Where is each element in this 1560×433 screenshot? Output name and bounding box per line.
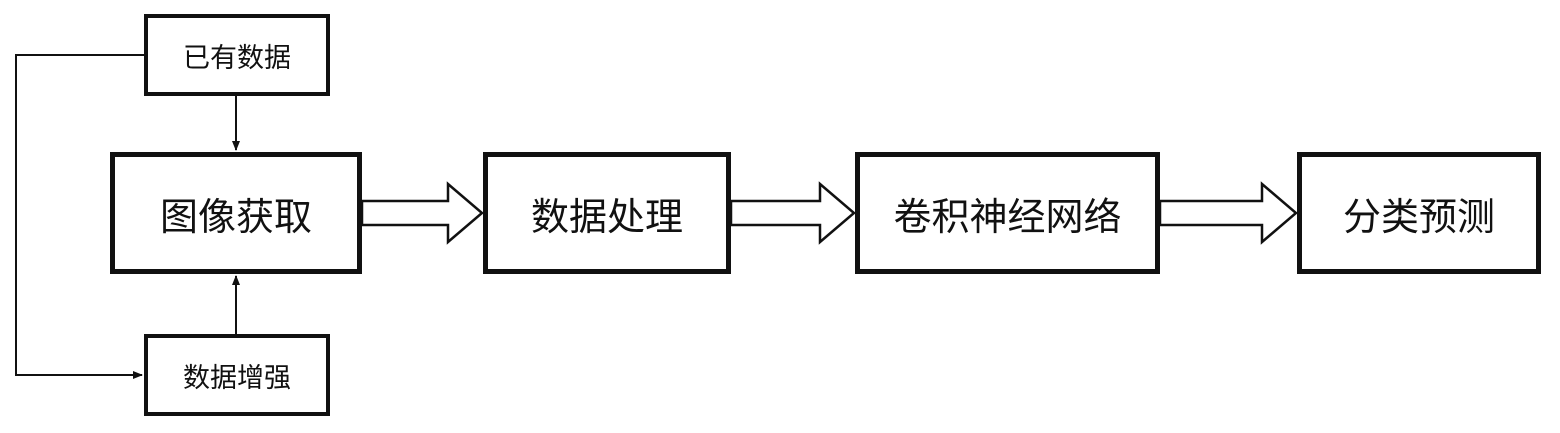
node-cnn: 卷积神经网络: [855, 152, 1160, 274]
node-label: 分类预测: [1342, 194, 1495, 239]
arrow-existing-to-augment: [15, 54, 144, 379]
hollow-arrow-acquire-to-process: [360, 181, 484, 245]
node-label: 已有数据: [183, 42, 291, 74]
node-classification-prediction: 分类预测: [1297, 152, 1541, 274]
node-label: 图像获取: [159, 194, 312, 239]
node-image-acquisition: 图像获取: [110, 152, 362, 274]
node-data-processing: 数据处理: [483, 152, 731, 274]
hollow-arrow-process-to-cnn: [729, 181, 856, 245]
node-label: 卷积神经网络: [893, 194, 1122, 239]
hollow-arrow-cnn-to-predict: [1158, 181, 1298, 245]
node-label: 数据处理: [530, 194, 683, 239]
node-label: 数据增强: [183, 362, 291, 394]
node-existing-data: 已有数据: [144, 14, 330, 96]
node-data-augmentation: 数据增强: [144, 334, 330, 416]
